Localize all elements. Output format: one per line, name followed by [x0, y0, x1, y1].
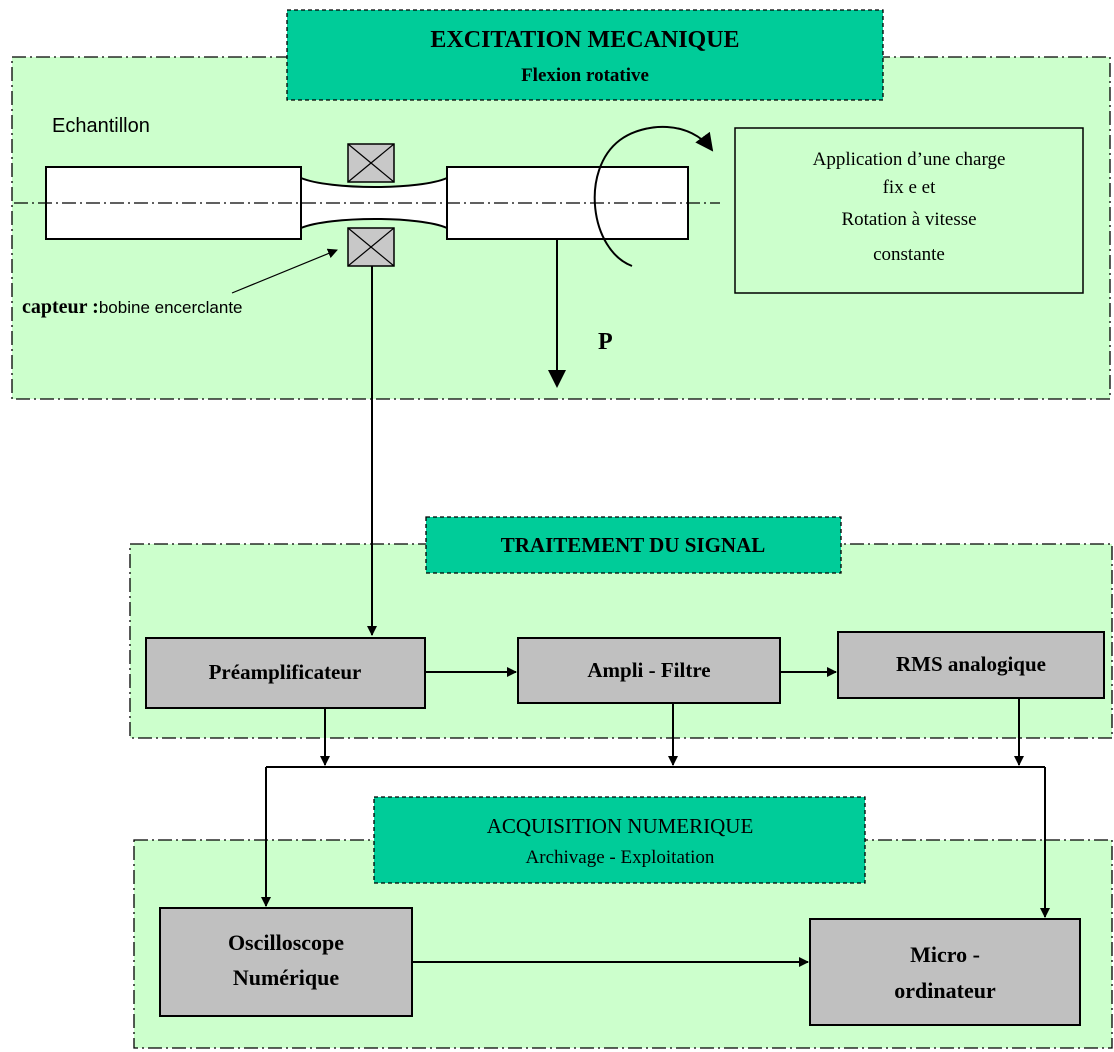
excitation-title-tab: EXCITATION MECANIQUE Flexion rotative — [286, 9, 884, 101]
acquisition-title-tab: ACQUISITION NUMERIQUE Archivage - Exploi… — [373, 796, 866, 884]
micro-line-2: ordinateur — [894, 978, 996, 1003]
description-line-3: Rotation à vitesse — [841, 209, 976, 230]
ampli-filtre-block: Ampli - Filtre — [517, 637, 781, 704]
sensor-pointer — [231, 248, 338, 294]
traitement-title: TRAITEMENT DU SIGNAL — [501, 533, 766, 557]
acquisition-subtitle: Archivage - Exploitation — [526, 847, 715, 868]
oscillo-line-1: Oscilloscope — [228, 930, 344, 955]
description-line-2: fix e et — [883, 177, 936, 198]
rms-block: RMS analogique — [837, 631, 1105, 699]
acquisition-title: ACQUISITION NUMERIQUE — [487, 814, 754, 838]
load-label: P — [598, 329, 613, 355]
coil-sensor — [347, 143, 395, 267]
oscillo-line-2: Numérique — [233, 965, 340, 990]
sample-label: Echantillon — [52, 115, 150, 137]
ampli-label: Ampli - Filtre — [587, 658, 710, 682]
description-line-1: Application d’une charge — [813, 149, 1006, 170]
rotation-arrow — [593, 125, 714, 267]
excitation-title: EXCITATION MECANIQUE — [430, 27, 739, 53]
preamp-block: Préamplificateur — [145, 637, 426, 709]
load-description-box: Application d’une charge fix e et Rotati… — [734, 127, 1084, 294]
micro-ordinateur-block: Micro - ordinateur — [809, 918, 1081, 1026]
excitation-subtitle: Flexion rotative — [521, 65, 649, 86]
traitement-title-tab: TRAITEMENT DU SIGNAL — [425, 516, 842, 574]
description-line-4: constante — [873, 244, 945, 265]
rms-label: RMS analogique — [896, 652, 1046, 676]
oscilloscope-block: Oscilloscope Numérique — [159, 907, 413, 1017]
micro-line-1: Micro - — [910, 942, 980, 967]
preamp-label: Préamplificateur — [209, 660, 362, 684]
sensor-label: capteur :bobine encerclante — [22, 296, 243, 318]
